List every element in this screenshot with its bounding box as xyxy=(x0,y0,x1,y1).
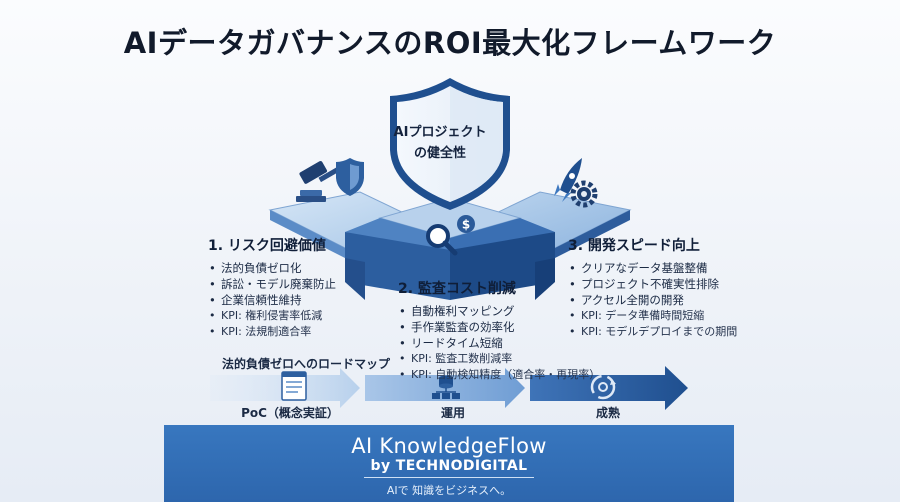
pillar-item: リードタイム短縮 xyxy=(398,335,600,351)
shield-label-line2: の健全性 xyxy=(413,146,466,161)
shield-icon xyxy=(336,158,364,196)
footer-banner: AI KnowledgeFlow by TECHNODIGITAL AIで 知識… xyxy=(164,425,734,502)
pillar-kpi: KPI: 監査工数削減率 xyxy=(398,351,600,367)
gear-icon xyxy=(570,180,598,208)
stage-maturity: 成熟 xyxy=(595,406,620,420)
page-title: AIデータガバナンスのROI最大化フレームワーク xyxy=(123,26,777,60)
pillar-item: 企業信頼性維持 xyxy=(208,292,336,308)
pillar-item: 訴訟・モデル廃棄防止 xyxy=(208,276,336,292)
footer-tagline: AIで 知識をビジネスへ。 xyxy=(386,484,512,497)
footer-brand: AI KnowledgeFlow xyxy=(351,434,547,458)
document-icon xyxy=(281,371,307,401)
pillar-dev-speed: 3. 開発スピード向上 クリアなデータ基盤整備 プロジェクト不確実性排除 アクセ… xyxy=(568,235,737,340)
rocket-icon xyxy=(554,158,582,202)
dollar-coin-icon: $ xyxy=(457,215,475,233)
footer-byline: by TECHNODIGITAL xyxy=(370,458,528,474)
stage-poc: PoC（概念実証） xyxy=(241,406,339,420)
pillar-item: 自動権利マッピング xyxy=(398,303,600,319)
pillar-item: 法的負債ゼロ化 xyxy=(208,260,336,276)
roadmap-title: 法的負債ゼロへのロードマップ xyxy=(222,357,391,371)
pillar-risk-avoidance: 1. リスク回避価値 法的負債ゼロ化 訴訟・モデル廃棄防止 企業信頼性維持 KP… xyxy=(208,235,336,340)
pillar-heading: 3. 開発スピード向上 xyxy=(568,238,700,254)
cycle-icon xyxy=(590,374,616,400)
pillar-kpi: KPI: 法規制適合率 xyxy=(208,324,336,340)
shield-label: AIプロジェクト の健全性 xyxy=(380,122,500,164)
pillar-item: クリアなデータ基盤整備 xyxy=(568,260,737,276)
pillar-kpi: KPI: モデルデプロイまでの期間 xyxy=(568,324,737,340)
magnifier-icon xyxy=(426,224,458,256)
pillar-heading: 2. 監査コスト削減 xyxy=(398,281,516,297)
pillar-item: プロジェクト不確実性排除 xyxy=(568,276,737,292)
shield-label-line1: AIプロジェクト xyxy=(393,125,487,140)
pillar-heading: 1. リスク回避価値 xyxy=(208,238,326,254)
footer-divider xyxy=(364,477,534,478)
pillar-kpi: KPI: 自動検知精度（適合率・再現率） xyxy=(398,367,600,383)
pillar-audit-cost: 2. 監査コスト削減 自動権利マッピング 手作業監査の効率化 リードタイム短縮 … xyxy=(398,278,600,383)
svg-text:$: $ xyxy=(462,218,470,232)
pillar-item: 手作業監査の効率化 xyxy=(398,319,600,335)
pillar-kpi: KPI: 権利侵害率低減 xyxy=(208,308,336,324)
pillar-item: アクセル全開の開発 xyxy=(568,292,737,308)
center-block xyxy=(345,197,555,300)
stage-operation: 運用 xyxy=(440,406,465,420)
gavel-icon xyxy=(296,161,341,202)
shield-emblem xyxy=(390,78,510,210)
pillar-kpi: KPI: データ準備時間短縮 xyxy=(568,308,737,324)
